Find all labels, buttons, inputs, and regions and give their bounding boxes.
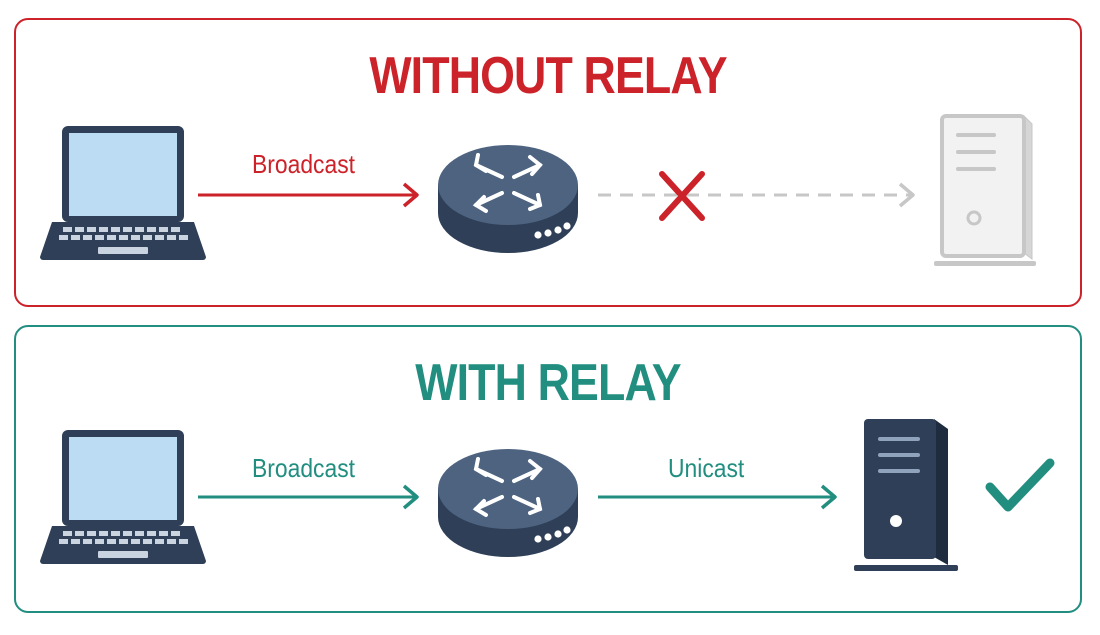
x-mark-icon [656, 169, 708, 223]
server-tower-icon [934, 113, 1036, 267]
without-relay-title: WITHOUT RELAY [369, 47, 727, 105]
router-icon [434, 441, 582, 563]
broadcast-arrow [198, 484, 424, 510]
broadcast-arrow [198, 182, 424, 208]
blocked-dashed-arrow [598, 182, 920, 208]
broadcast-label: Broadcast [252, 453, 356, 483]
laptop-icon [38, 123, 208, 263]
unicast-label: Unicast [668, 453, 745, 483]
laptop-icon [38, 427, 208, 567]
with-relay-title: WITH RELAY [415, 354, 681, 412]
server-tower-icon [852, 415, 962, 573]
router-icon [434, 137, 582, 259]
checkmark-icon [984, 455, 1056, 517]
broadcast-label: Broadcast [252, 149, 356, 179]
with-relay-panel: WITH RELAY Broadcast [14, 325, 1082, 613]
unicast-arrow [598, 484, 842, 510]
without-relay-panel: WITHOUT RELAY Broadcast [14, 18, 1082, 307]
